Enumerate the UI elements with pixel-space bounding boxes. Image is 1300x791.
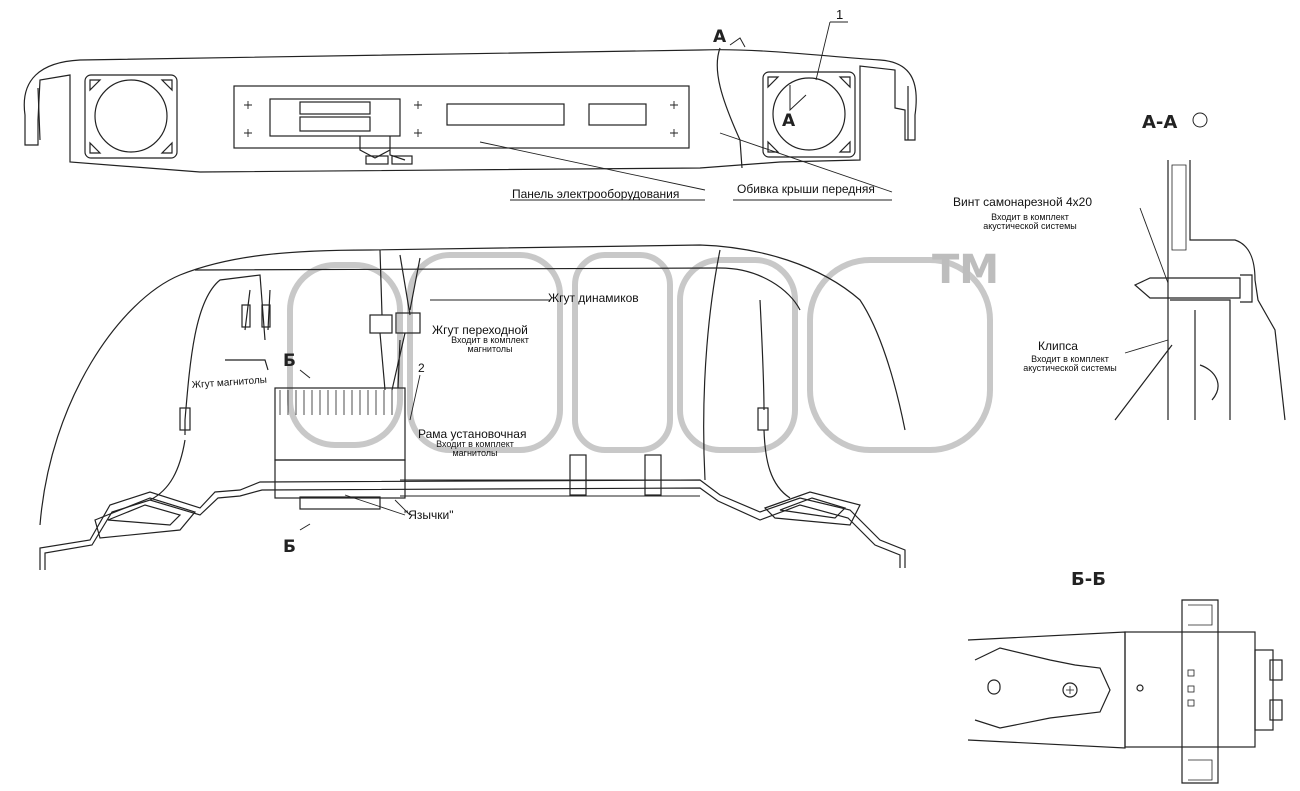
left-speaker-top bbox=[84, 74, 178, 159]
label-adapter-harness: Жгут переходной bbox=[432, 323, 528, 337]
section-b-b bbox=[967, 599, 1283, 784]
part-number-2: 2 bbox=[418, 361, 425, 375]
section-b-mark-bottom: Б bbox=[283, 537, 296, 557]
label-roof-trim: Обивка крыши передняя bbox=[737, 182, 875, 196]
watermark-logo: TM bbox=[287, 247, 999, 453]
label-electrical-panel: Панель электрооборудования bbox=[512, 187, 679, 201]
electrical-panel bbox=[233, 85, 690, 149]
section-a-a bbox=[1114, 112, 1286, 421]
adapter-kit-note: Входит в комплект магнитолы bbox=[451, 336, 529, 354]
section-b-title: Б-Б bbox=[1071, 569, 1106, 590]
screw-kit-note: Входит в комплект акустической системы bbox=[983, 213, 1077, 231]
right-speaker-top bbox=[762, 71, 856, 158]
clip-kit-note-box: Входит в комплект акустической системы bbox=[1023, 355, 1117, 373]
right-speaker-side bbox=[763, 491, 861, 526]
clip-kit-note: Входит в комплект акустической системы bbox=[1023, 355, 1117, 373]
section-b-mark-top: Б bbox=[283, 351, 296, 371]
adapter-kit-note-box: Входит в комплект магнитолы bbox=[451, 336, 529, 354]
label-radio-harness: Жгут магнитолы bbox=[191, 375, 267, 391]
label-screw: Винт самонарезной 4х20 bbox=[953, 195, 1092, 209]
main-view bbox=[39, 244, 906, 570]
frame-kit-note: Входит в комплект магнитолы bbox=[436, 440, 514, 458]
label-mount-frame: Рама установочная bbox=[418, 427, 526, 441]
watermark-tm: TM bbox=[932, 247, 999, 293]
label-tabs: "Язычки" bbox=[404, 508, 454, 522]
section-a-mark-top: А bbox=[713, 27, 727, 47]
frame-kit-note-box: Входит в комплект магнитолы bbox=[436, 440, 514, 458]
screw-kit-note-box: Входит в комплект акустической системы bbox=[983, 213, 1077, 231]
section-a-title: А-А bbox=[1142, 112, 1177, 133]
part-number-1: 1 bbox=[836, 7, 843, 22]
top-view bbox=[23, 21, 917, 201]
left-speaker-side bbox=[94, 497, 197, 539]
label-speaker-harness: Жгут динамиков bbox=[548, 291, 639, 305]
label-clip: Клипса bbox=[1038, 339, 1078, 353]
section-a-mark-bottom: А bbox=[782, 111, 796, 131]
